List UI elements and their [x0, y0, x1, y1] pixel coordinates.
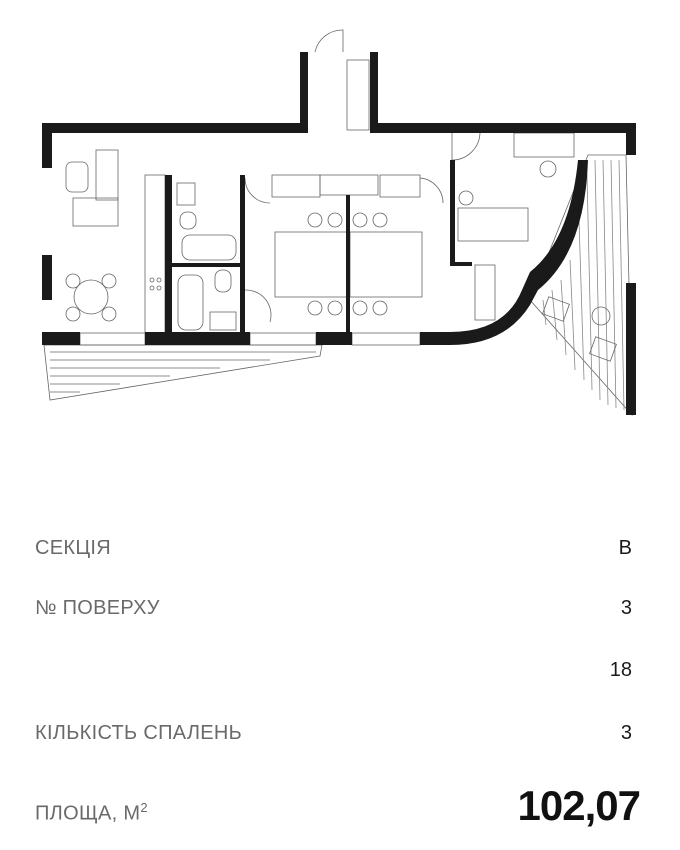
detail-row-section: СЕКЦІЯ B — [35, 537, 632, 560]
bedrooms-label: КІЛЬКІСТЬ СПАЛЕНЬ — [35, 722, 243, 744]
area-label: ПЛОЩА, М2 — [35, 800, 148, 826]
area-value: 102,07 — [517, 782, 641, 829]
bedrooms-value: 3 — [620, 722, 632, 744]
plan-furniture — [43, 29, 633, 417]
area-label-text: ПЛОЩА, М — [35, 803, 141, 825]
detail-row-unlabeled: 18 — [35, 659, 632, 682]
detail-row-bedrooms: КІЛЬКІСТЬ СПАЛЕНЬ 3 — [35, 722, 632, 745]
area-unit-sup: 2 — [140, 800, 148, 816]
floor-value: 3 — [620, 597, 632, 619]
detail-row-area: ПЛОЩА, М2 102,07 — [35, 782, 641, 830]
unlabeled-value: 18 — [609, 659, 632, 681]
section-label: СЕКЦІЯ — [35, 537, 112, 559]
section-value: B — [618, 537, 632, 559]
floor-plan — [42, 29, 636, 417]
plan-walls — [42, 52, 636, 415]
detail-row-floor: № ПОВЕРХУ 3 — [35, 597, 632, 620]
floor-label: № ПОВЕРХУ — [35, 597, 160, 619]
